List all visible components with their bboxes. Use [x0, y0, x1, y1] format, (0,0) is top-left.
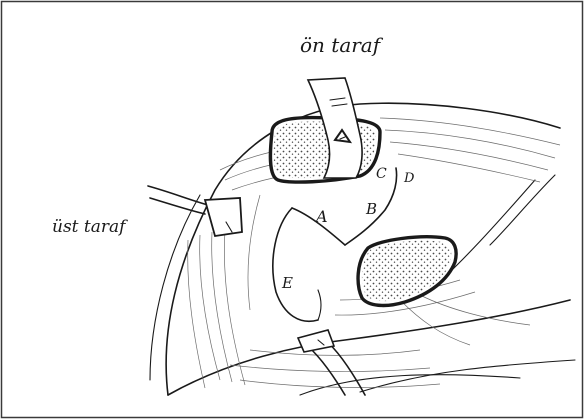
label-on-taraf: ön taraf [300, 33, 384, 57]
label-C: C [376, 166, 387, 182]
label-A: A [314, 207, 328, 226]
label-B: B [365, 200, 377, 218]
label-E: E [281, 274, 293, 292]
label-ust-taraf: üst taraf [52, 217, 128, 237]
lower-stippled-block [358, 237, 456, 306]
label-D: D [403, 171, 415, 186]
left-retractor [148, 186, 242, 236]
